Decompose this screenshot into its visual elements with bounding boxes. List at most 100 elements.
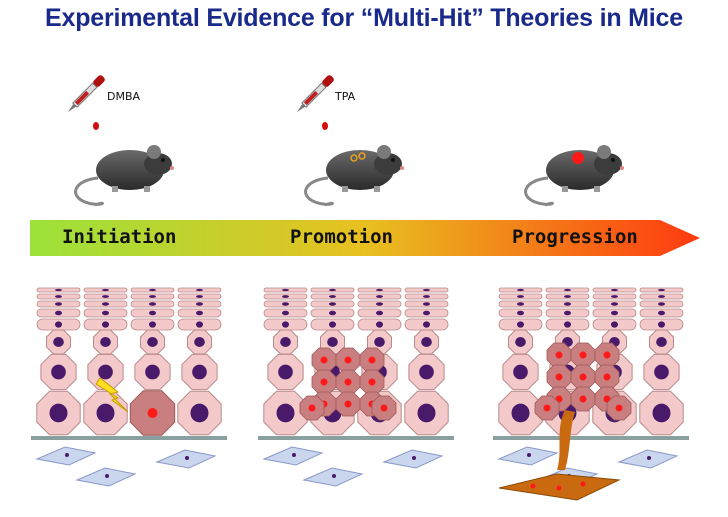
agent-label-tpa: TPA [335, 90, 356, 103]
nucleus [421, 337, 432, 347]
nucleus [423, 295, 430, 298]
tumor-nucleus [380, 404, 388, 412]
nucleus [55, 295, 62, 298]
nucleus [55, 288, 62, 292]
nucleus [417, 403, 436, 423]
nucleus [654, 364, 669, 380]
nucleus [196, 288, 203, 292]
nucleus [611, 288, 618, 292]
nucleus [196, 321, 203, 328]
tumor-nucleus [368, 356, 376, 364]
tumor-nucleus [555, 373, 563, 381]
tissue-initiation [31, 287, 227, 487]
nucleus [102, 288, 109, 292]
nucleus [329, 321, 336, 328]
nucleus [564, 321, 571, 328]
basement-membrane [258, 436, 454, 440]
nucleus [374, 337, 385, 347]
nucleus [149, 302, 156, 306]
nucleus [423, 310, 430, 316]
nucleus [102, 302, 109, 306]
nucleus [329, 302, 336, 306]
nucleus [194, 337, 205, 347]
tumor-nucleus [543, 404, 551, 412]
nucleus [278, 364, 293, 380]
nucleus [564, 295, 571, 298]
mouse-promotion [304, 145, 404, 207]
nucleus [145, 364, 160, 380]
tumor-nucleus [344, 356, 352, 364]
nucleus [517, 310, 524, 316]
nucleus [55, 310, 62, 316]
tumor-nucleus [308, 404, 316, 412]
nucleus [96, 403, 115, 423]
dropper-dmba [67, 75, 105, 113]
nucleus [282, 321, 289, 328]
nucleus [282, 310, 289, 316]
nucleus [376, 310, 383, 316]
nucleus [55, 302, 62, 306]
nucleus [656, 337, 667, 347]
nucleus [102, 310, 109, 316]
nucleus [102, 321, 109, 328]
tumor-nucleus [603, 351, 611, 359]
tumor-nucleus [344, 400, 352, 408]
nucleus [611, 302, 618, 306]
nucleus [564, 302, 571, 306]
dropper-tpa [296, 75, 334, 113]
tumor-nucleus [320, 378, 328, 386]
nucleus [282, 302, 289, 306]
stage-label-initiation: Initiation [62, 226, 177, 248]
nucleus [564, 310, 571, 316]
stage-label-progression: Progression [512, 226, 638, 248]
tumor-nucleus [320, 356, 328, 364]
nucleus [149, 321, 156, 328]
nucleus [329, 295, 336, 298]
nucleus [282, 288, 289, 292]
nucleus [423, 288, 430, 292]
nucleus [192, 364, 207, 380]
mouse-progression [524, 145, 624, 207]
nucleus [276, 403, 295, 423]
tumor-nucleus [603, 373, 611, 381]
tumor-nucleus [344, 378, 352, 386]
tissue-promotion [258, 287, 454, 487]
nucleus [658, 310, 665, 316]
nucleus [55, 321, 62, 328]
nucleus [282, 295, 289, 298]
nucleus [517, 295, 524, 298]
tumor-nucleus [555, 351, 563, 359]
nucleus [376, 288, 383, 292]
nucleus [51, 364, 66, 380]
nucleus [196, 302, 203, 306]
agent-label-dmba: DMBA [107, 90, 141, 103]
basement-membrane [31, 436, 227, 440]
nucleus [423, 302, 430, 306]
nucleus [149, 288, 156, 292]
nucleus [98, 364, 113, 380]
nucleus [423, 321, 430, 328]
nucleus [611, 295, 618, 298]
tumor-nucleus [615, 404, 623, 412]
nucleus [658, 321, 665, 328]
nucleus [149, 295, 156, 298]
mouse-initiation [74, 145, 174, 207]
nucleus [376, 295, 383, 298]
nucleus [564, 288, 571, 292]
nucleus [511, 403, 530, 423]
nucleus [515, 337, 526, 347]
basement-membrane [493, 436, 689, 440]
tissue-progression [493, 287, 689, 501]
nucleus [196, 295, 203, 298]
nucleus [329, 310, 336, 316]
nucleus [49, 403, 68, 423]
tumor-nucleus [579, 373, 587, 381]
nucleus [517, 321, 524, 328]
nucleus [658, 302, 665, 306]
slide-title: Experimental Evidence for “Multi-Hit” Th… [45, 4, 683, 32]
nucleus [280, 337, 291, 347]
invading-cell [557, 410, 575, 470]
nucleus [147, 337, 158, 347]
nucleus [419, 364, 434, 380]
